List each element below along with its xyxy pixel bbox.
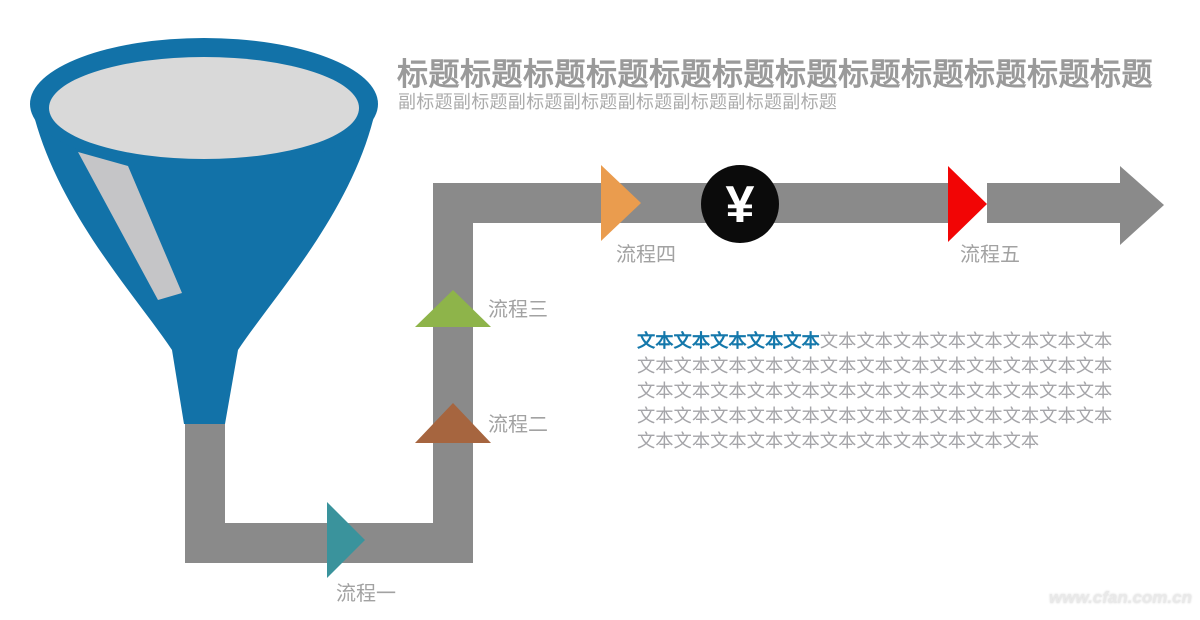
step1-triangle-icon <box>327 502 365 578</box>
step3-triangle-icon <box>415 290 491 327</box>
funnel-highlight <box>78 152 182 300</box>
body-text-rest: 文本文本文本文本文本文本文本文本文本文本文本文本文本文本文本文本文本文本文本文本… <box>637 330 1113 451</box>
funnel-opening <box>49 57 359 159</box>
body-paragraph: 文本文本文本文本文本文本文本文本文本文本文本文本文本文本文本文本文本文本文本文本… <box>637 328 1121 453</box>
step4-triangle-icon <box>601 165 641 241</box>
step2-label: 流程二 <box>488 414 548 436</box>
step5-triangle-icon <box>948 166 987 242</box>
final-arrow-head <box>1120 166 1164 245</box>
page-title: 标题标题标题标题标题标题标题标题标题标题标题标题 <box>397 57 1153 92</box>
step3-label: 流程三 <box>488 299 548 321</box>
step2-triangle-icon <box>415 403 491 443</box>
body-text-highlight: 文本文本文本文本文本 <box>637 330 820 351</box>
step4-label: 流程四 <box>616 244 676 266</box>
yen-icon: ¥ <box>726 176 755 234</box>
currency-badge-circle <box>701 165 779 243</box>
final-arrow-shaft <box>987 183 1121 223</box>
pipe-right-vertical <box>433 183 473 563</box>
watermark: www.cfan.com.cn <box>1049 588 1192 607</box>
step5-label: 流程五 <box>960 244 1020 266</box>
pipe-top-horizontal <box>433 183 950 223</box>
step1-label: 流程一 <box>336 583 396 605</box>
page-subtitle: 副标题副标题副标题副标题副标题副标题副标题副标题 <box>398 92 838 112</box>
